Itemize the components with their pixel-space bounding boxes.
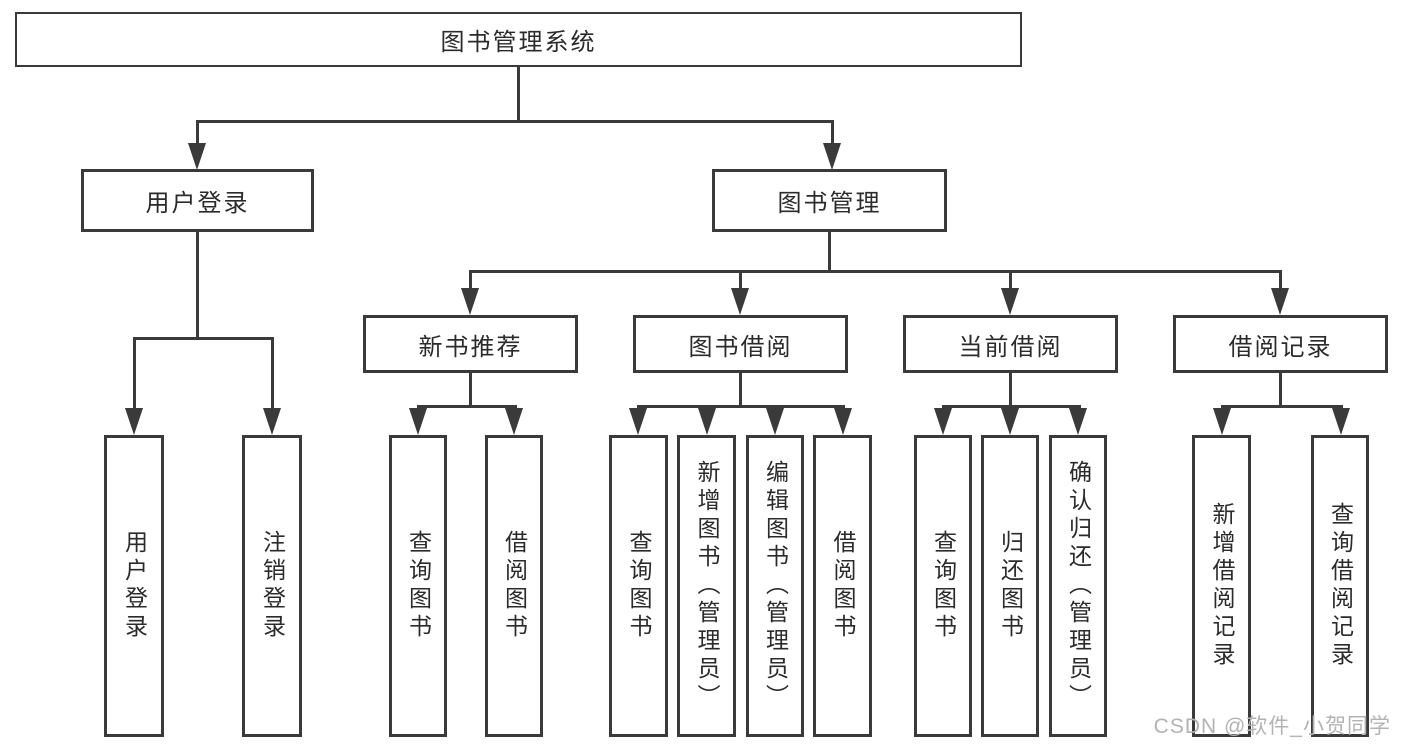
connector-drop xyxy=(196,120,199,146)
connector-stem xyxy=(196,230,199,340)
leaf-borrow-books: 借阅图书 xyxy=(813,435,872,737)
arrow-down-icon xyxy=(766,408,784,435)
node-root: 图书管理系统 xyxy=(15,12,1022,67)
arrow-down-icon xyxy=(1332,408,1350,435)
node-current-borrowing: 当前借阅 xyxy=(903,315,1118,373)
leaf-confirm-return-admin: 确认归还（管理员） xyxy=(1049,435,1107,737)
leaf-return-books: 归还图书 xyxy=(981,435,1039,737)
connector-drop xyxy=(133,337,136,410)
connector-drop xyxy=(739,270,742,291)
connector-stem xyxy=(739,371,742,408)
arrow-down-icon xyxy=(1271,288,1289,315)
arrow-down-icon xyxy=(1213,408,1231,435)
connector-bus xyxy=(1221,405,1343,408)
arrow-down-icon xyxy=(1001,288,1019,315)
arrow-down-icon xyxy=(834,408,852,435)
arrow-down-icon xyxy=(823,143,841,170)
leaf-logout: 注销登录 xyxy=(242,435,302,737)
leaf-user-login: 用户登录 xyxy=(104,435,164,737)
connector-bus xyxy=(637,405,845,408)
connector-bus xyxy=(196,120,834,123)
arrow-down-icon xyxy=(731,288,749,315)
arrow-down-icon xyxy=(629,408,647,435)
leaf-query-borrow-record: 查询借阅记录 xyxy=(1311,435,1369,737)
arrow-down-icon xyxy=(1001,408,1019,435)
connector-stem xyxy=(828,230,831,273)
watermark: CSDN @软件_小贺同学 xyxy=(1153,715,1391,738)
arrow-down-icon xyxy=(505,408,523,435)
connector-drop xyxy=(831,120,834,146)
leaf-add-borrow-record: 新增借阅记录 xyxy=(1192,435,1251,737)
connector-bus xyxy=(133,337,274,340)
leaf-edit-books-admin: 编辑图书（管理员） xyxy=(746,435,804,737)
arrow-down-icon xyxy=(1069,408,1087,435)
arrow-down-icon xyxy=(188,143,206,170)
node-borrowing-records: 借阅记录 xyxy=(1173,315,1388,373)
connector-drop xyxy=(1009,270,1012,291)
connector-bus xyxy=(469,270,1282,273)
leaf-query-books-recommend: 查询图书 xyxy=(389,435,447,737)
arrow-down-icon xyxy=(461,288,479,315)
leaf-query-books-borrow: 查询图书 xyxy=(609,435,668,737)
arrow-down-icon xyxy=(409,408,427,435)
node-new-book-recommendation: 新书推荐 xyxy=(363,315,578,373)
node-book-borrowing: 图书借阅 xyxy=(633,315,848,373)
arrow-down-icon xyxy=(125,408,143,435)
node-user-login: 用户登录 xyxy=(81,169,314,232)
arrow-down-icon xyxy=(263,408,281,435)
arrow-down-icon xyxy=(698,408,716,435)
connector-drop xyxy=(1279,270,1282,291)
connector-stem xyxy=(469,371,472,408)
connector-stem xyxy=(517,65,520,122)
connector-drop xyxy=(271,337,274,410)
connector-bus xyxy=(417,405,517,408)
connector-stem xyxy=(1009,371,1012,408)
leaf-borrow-books-recommend: 借阅图书 xyxy=(485,435,543,737)
connector-stem xyxy=(1279,371,1282,408)
connector-drop xyxy=(469,270,472,291)
arrow-down-icon xyxy=(934,408,952,435)
connector-bus xyxy=(942,405,1081,408)
leaf-add-books-admin: 新增图书（管理员） xyxy=(677,435,736,737)
leaf-query-books-current: 查询图书 xyxy=(914,435,972,737)
node-book-management: 图书管理 xyxy=(712,169,947,232)
